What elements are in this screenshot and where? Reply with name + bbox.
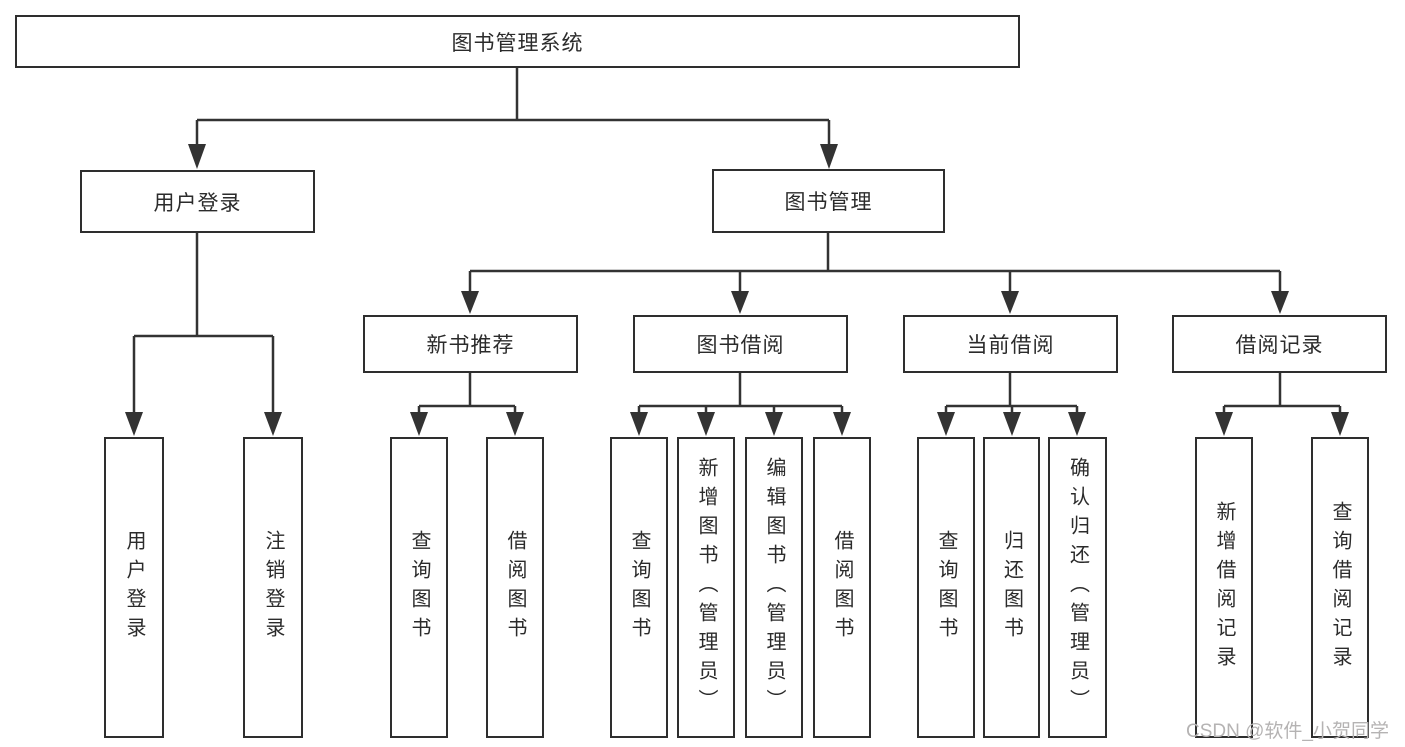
node-book-management: 图书管理	[712, 169, 945, 233]
node-borrow-books-recommend: 借阅图书	[486, 437, 544, 738]
node-label: 图书借阅	[696, 334, 785, 357]
node-label: 图书管理	[784, 191, 873, 214]
node-label: 新增借阅记录	[1213, 500, 1235, 675]
node-label: 确认归还（管理员）	[1066, 457, 1089, 718]
node-add-books-admin: 新增图书（管理员）	[677, 437, 735, 738]
node-label: 用户登录	[123, 529, 145, 646]
node-current-borrow: 当前借阅	[903, 315, 1118, 373]
node-label: 注销登录	[262, 529, 284, 646]
node-label: 新增图书（管理员）	[695, 457, 717, 718]
node-label: 查询借阅记录	[1329, 500, 1351, 675]
node-label: 用户登录	[153, 191, 242, 215]
node-label: 新书推荐	[426, 334, 515, 357]
node-new-book-recommend: 新书推荐	[363, 315, 578, 373]
node-query-books-recommend: 查询图书	[390, 437, 448, 738]
node-borrow-books: 借阅图书	[813, 437, 871, 738]
node-book-borrow: 图书借阅	[633, 315, 848, 373]
node-query-borrow-record: 查询借阅记录	[1311, 437, 1369, 738]
node-label: 查询图书	[935, 529, 957, 646]
node-label: 借阅记录	[1235, 334, 1324, 357]
node-query-books-current: 查询图书	[917, 437, 975, 738]
node-add-borrow-record: 新增借阅记录	[1195, 437, 1253, 738]
node-query-books-borrow: 查询图书	[610, 437, 668, 738]
node-label: 归还图书	[1000, 529, 1023, 646]
node-label: 借阅图书	[504, 529, 526, 646]
node-logout: 注销登录	[243, 437, 303, 738]
node-borrow-record: 借阅记录	[1172, 315, 1387, 373]
node-label: 查询图书	[628, 529, 650, 646]
node-edit-books-admin: 编辑图书（管理员）	[745, 437, 803, 738]
node-user-login-leaf: 用户登录	[104, 437, 164, 738]
node-user-login: 用户登录	[80, 170, 315, 233]
node-label: 编辑图书（管理员）	[763, 457, 785, 718]
node-confirm-return-admin: 确认归还（管理员）	[1048, 437, 1107, 738]
node-label: 查询图书	[408, 529, 430, 646]
node-library-management-system: 图书管理系统	[15, 15, 1020, 68]
node-label: 当前借阅	[966, 334, 1055, 357]
node-label: 图书管理系统	[451, 31, 584, 55]
csdn-watermark: CSDN @软件_小贺同学	[1186, 721, 1389, 742]
node-return-books: 归还图书	[983, 437, 1040, 738]
node-label: 借阅图书	[831, 529, 853, 646]
